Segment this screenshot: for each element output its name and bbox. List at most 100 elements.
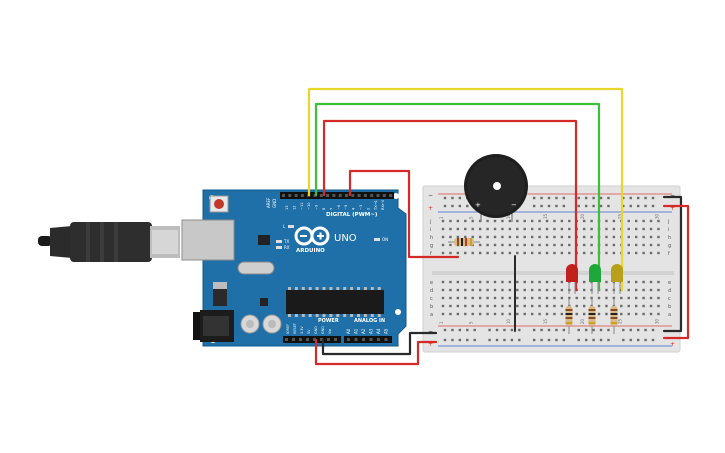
breadboard-hole — [560, 251, 564, 255]
breadboard-hole — [582, 296, 586, 300]
row-letter: b — [430, 304, 433, 310]
breadboard-hole — [657, 296, 660, 300]
breadboard-hole — [464, 312, 467, 316]
breadboard-hole — [441, 235, 445, 239]
crystal — [237, 261, 275, 275]
breadboard-hole — [553, 251, 556, 255]
breadboard-hole — [530, 280, 534, 284]
header-hole — [357, 194, 361, 197]
breadboard-hole — [568, 251, 571, 255]
breadboard-hole — [597, 296, 601, 300]
breadboard-hole — [568, 243, 571, 247]
breadboard-hole — [456, 235, 460, 239]
breadboard-hole — [555, 328, 558, 332]
breadboard-hole — [471, 304, 474, 308]
breadboard-hole — [599, 204, 603, 208]
breadboard-hole — [642, 288, 645, 292]
header-hole — [376, 194, 380, 197]
rail-minus-top-right: − — [670, 192, 675, 199]
breadboard-hole — [464, 288, 467, 292]
breadboard-hole — [451, 328, 454, 332]
breadboard-hole — [607, 196, 610, 200]
header-hole — [369, 338, 373, 341]
breadboard-hole — [530, 235, 534, 239]
resistor-led — [610, 298, 618, 334]
column-number: 30 — [654, 213, 659, 219]
breadboard-hole — [577, 328, 580, 332]
breadboard-hole — [545, 280, 549, 284]
breadboard-hole — [627, 235, 630, 239]
chip-pin — [301, 314, 305, 317]
row-letter: f — [668, 251, 670, 257]
digital-pin-label: TX→1 — [374, 200, 378, 211]
breadboard-hole — [441, 288, 445, 292]
breadboard-hole — [456, 288, 460, 292]
breadboard-hole — [605, 235, 608, 239]
tx-label: TX — [283, 239, 289, 244]
breadboard-hole — [622, 338, 625, 342]
breadboard-hole — [508, 243, 512, 247]
digital-pin-label: ~10 — [307, 202, 311, 210]
reset-button[interactable] — [209, 195, 229, 213]
analog-pin-label: A3 — [369, 328, 374, 334]
breadboard-hole — [473, 338, 476, 342]
breadboard-hole — [560, 243, 564, 247]
analog-pin-label: A2 — [361, 328, 366, 334]
breadboard-hole — [634, 296, 638, 300]
breadboard-hole — [486, 288, 489, 292]
chip-pin — [370, 287, 374, 290]
breadboard-hole — [508, 219, 512, 223]
row-letter: g — [430, 243, 433, 249]
breadboard-hole — [518, 338, 521, 342]
breadboard-hole — [441, 304, 445, 308]
breadboard-hole — [627, 280, 630, 284]
header-hole — [389, 194, 393, 197]
breadboard-hole — [523, 235, 526, 239]
breadboard-hole — [486, 312, 489, 316]
breadboard-hole — [486, 296, 489, 300]
breadboard-hole — [599, 328, 603, 332]
analog-pin-label: A5 — [384, 328, 389, 334]
power-pin-label: GND — [321, 326, 325, 334]
digital-pin-label: RX←0 — [381, 199, 385, 210]
breadboard-hole — [553, 235, 556, 239]
breadboard-hole — [657, 251, 660, 255]
breadboard-hole — [530, 227, 534, 231]
breadboard-hole — [649, 280, 653, 284]
breadboard-hole — [582, 288, 586, 292]
breadboard-hole — [443, 196, 447, 200]
breadboard-hole — [441, 251, 445, 255]
breadboard-hole — [532, 338, 536, 342]
row-letter: a — [430, 312, 433, 318]
breadboard-hole — [642, 243, 645, 247]
breadboard-hole — [649, 312, 653, 316]
breadboard-hole — [605, 280, 608, 284]
voltage-regulator — [213, 288, 227, 306]
row-letter: a — [668, 312, 671, 318]
header-hole — [326, 194, 330, 197]
breadboard-hole — [516, 227, 519, 231]
chip-pin — [308, 287, 312, 290]
breadboard-hole — [642, 296, 645, 300]
digital-pin-label: 8 — [322, 207, 326, 210]
breadboard-hole — [523, 251, 526, 255]
rx-label: RX — [284, 245, 290, 250]
breadboard-hole — [471, 280, 474, 284]
breadboard-hole — [577, 204, 580, 208]
breadboard-hole — [649, 235, 653, 239]
breadboard-hole — [634, 243, 638, 247]
rail-minus-top-left: − — [428, 192, 433, 199]
breadboard-hole — [560, 312, 564, 316]
power-pin-label: Vin — [328, 329, 332, 334]
digital-pin-label: 12 — [292, 205, 296, 210]
breadboard-hole — [577, 196, 580, 200]
breadboard-hole — [451, 196, 454, 200]
breadboard-hole — [599, 338, 603, 342]
breadboard-hole — [456, 219, 460, 223]
header-hole — [334, 338, 337, 341]
breadboard-hole — [577, 338, 580, 342]
breadboard-hole — [486, 227, 489, 231]
breadboard-hole — [627, 312, 630, 316]
breadboard-hole — [493, 304, 497, 308]
